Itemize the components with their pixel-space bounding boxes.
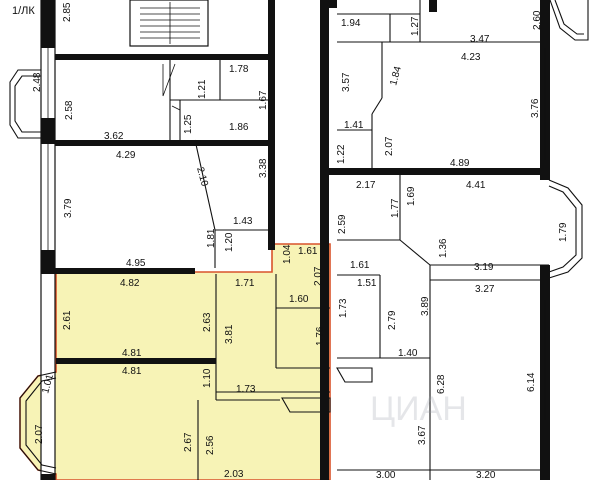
- dim-label: 1.36: [438, 238, 449, 258]
- walls: [9, 0, 589, 480]
- dim-label: 1.73: [236, 384, 256, 395]
- dim-label: 3.19: [474, 262, 494, 273]
- dim-label: 2.48: [32, 72, 43, 92]
- dim-label: 1.84: [388, 65, 404, 87]
- dim-label: 1.01: [40, 373, 56, 395]
- dim-label: 1.81: [206, 228, 217, 248]
- dim-label: 1.71: [235, 278, 255, 289]
- corner-tag: 1/ЛК: [12, 5, 35, 17]
- dim-label: 3.62: [104, 131, 124, 142]
- dim-label: 2.60: [532, 10, 543, 30]
- dim-label: 1.86: [229, 122, 249, 133]
- dim-label: 4.81: [122, 348, 142, 359]
- dim-label: 2.67: [183, 432, 194, 452]
- dim-label: 1.76: [315, 326, 326, 346]
- dim-label: 4.23: [461, 52, 481, 63]
- dim-label: 2.03: [224, 469, 244, 480]
- dim-label: 3.67: [417, 425, 428, 445]
- dim-label: 3.89: [420, 296, 431, 316]
- dim-label: 1.22: [336, 144, 347, 164]
- stairs: [140, 2, 200, 44]
- dim-label: 1.41: [344, 120, 364, 131]
- dim-label: 1.43: [233, 216, 253, 227]
- dim-label: 4.81: [122, 366, 142, 377]
- dim-label: 4.89: [450, 158, 470, 169]
- dim-label: 1.67: [258, 90, 269, 110]
- dim-label: 2.58: [64, 100, 75, 120]
- dim-label: 4.41: [466, 180, 486, 191]
- dim-label: 1.79: [558, 222, 569, 242]
- dim-label: 1.69: [406, 186, 417, 206]
- dim-label: 2.07: [313, 266, 324, 286]
- dim-label: 1.21: [197, 79, 208, 99]
- dim-label: 1.40: [398, 348, 418, 359]
- dim-label: 1.60: [289, 294, 309, 305]
- dim-label: 2.07: [34, 424, 45, 444]
- dim-label: 3.00: [376, 470, 396, 480]
- dim-label: 4.95: [126, 258, 146, 269]
- dim-label: 1.61: [350, 260, 370, 271]
- dim-label: 2.63: [202, 312, 213, 332]
- dim-label: 1.27: [410, 16, 421, 36]
- dim-label: 2.56: [205, 435, 216, 455]
- dim-label: 6.28: [436, 374, 447, 394]
- dim-label: 2.85: [62, 2, 73, 22]
- dim-label: 1.04: [282, 244, 293, 264]
- dim-label: 1.94: [341, 18, 361, 29]
- dim-label: 4.29: [116, 150, 136, 161]
- dim-label: 1.73: [338, 298, 349, 318]
- dim-label: 2.07: [384, 136, 395, 156]
- dim-label: 3.57: [341, 72, 352, 92]
- dim-label: 1.77: [390, 198, 401, 218]
- dim-label: 3.27: [475, 284, 495, 295]
- dim-label: 6.14: [526, 372, 537, 392]
- dim-label: 1.78: [229, 64, 249, 75]
- dim-label: 3.20: [476, 470, 496, 480]
- dim-label: 2.17: [356, 180, 376, 191]
- dim-label: 1.10: [202, 368, 213, 388]
- dim-label: 4.82: [120, 278, 140, 289]
- dim-label: 2.59: [337, 214, 348, 234]
- dim-label: 3.47: [470, 34, 490, 45]
- dim-label: 1.61: [298, 246, 318, 257]
- dim-label: 1.20: [224, 232, 235, 252]
- dim-label: 2.10: [194, 166, 210, 188]
- watermark: ЦИАН: [370, 390, 467, 428]
- dim-label: 2.61: [62, 310, 73, 330]
- dim-label: 2.79: [387, 310, 398, 330]
- dim-label: 1.51: [357, 278, 377, 289]
- dim-label: 3.81: [224, 324, 235, 344]
- dim-label: 1.25: [183, 114, 194, 134]
- dim-label: 3.76: [530, 98, 541, 118]
- dimension-labels: 2.85 2.48 2.58 3.62 4.29 3.79 4.95 1.78 …: [32, 2, 569, 480]
- dim-label: 3.38: [258, 158, 269, 178]
- dim-label: 3.79: [63, 198, 74, 218]
